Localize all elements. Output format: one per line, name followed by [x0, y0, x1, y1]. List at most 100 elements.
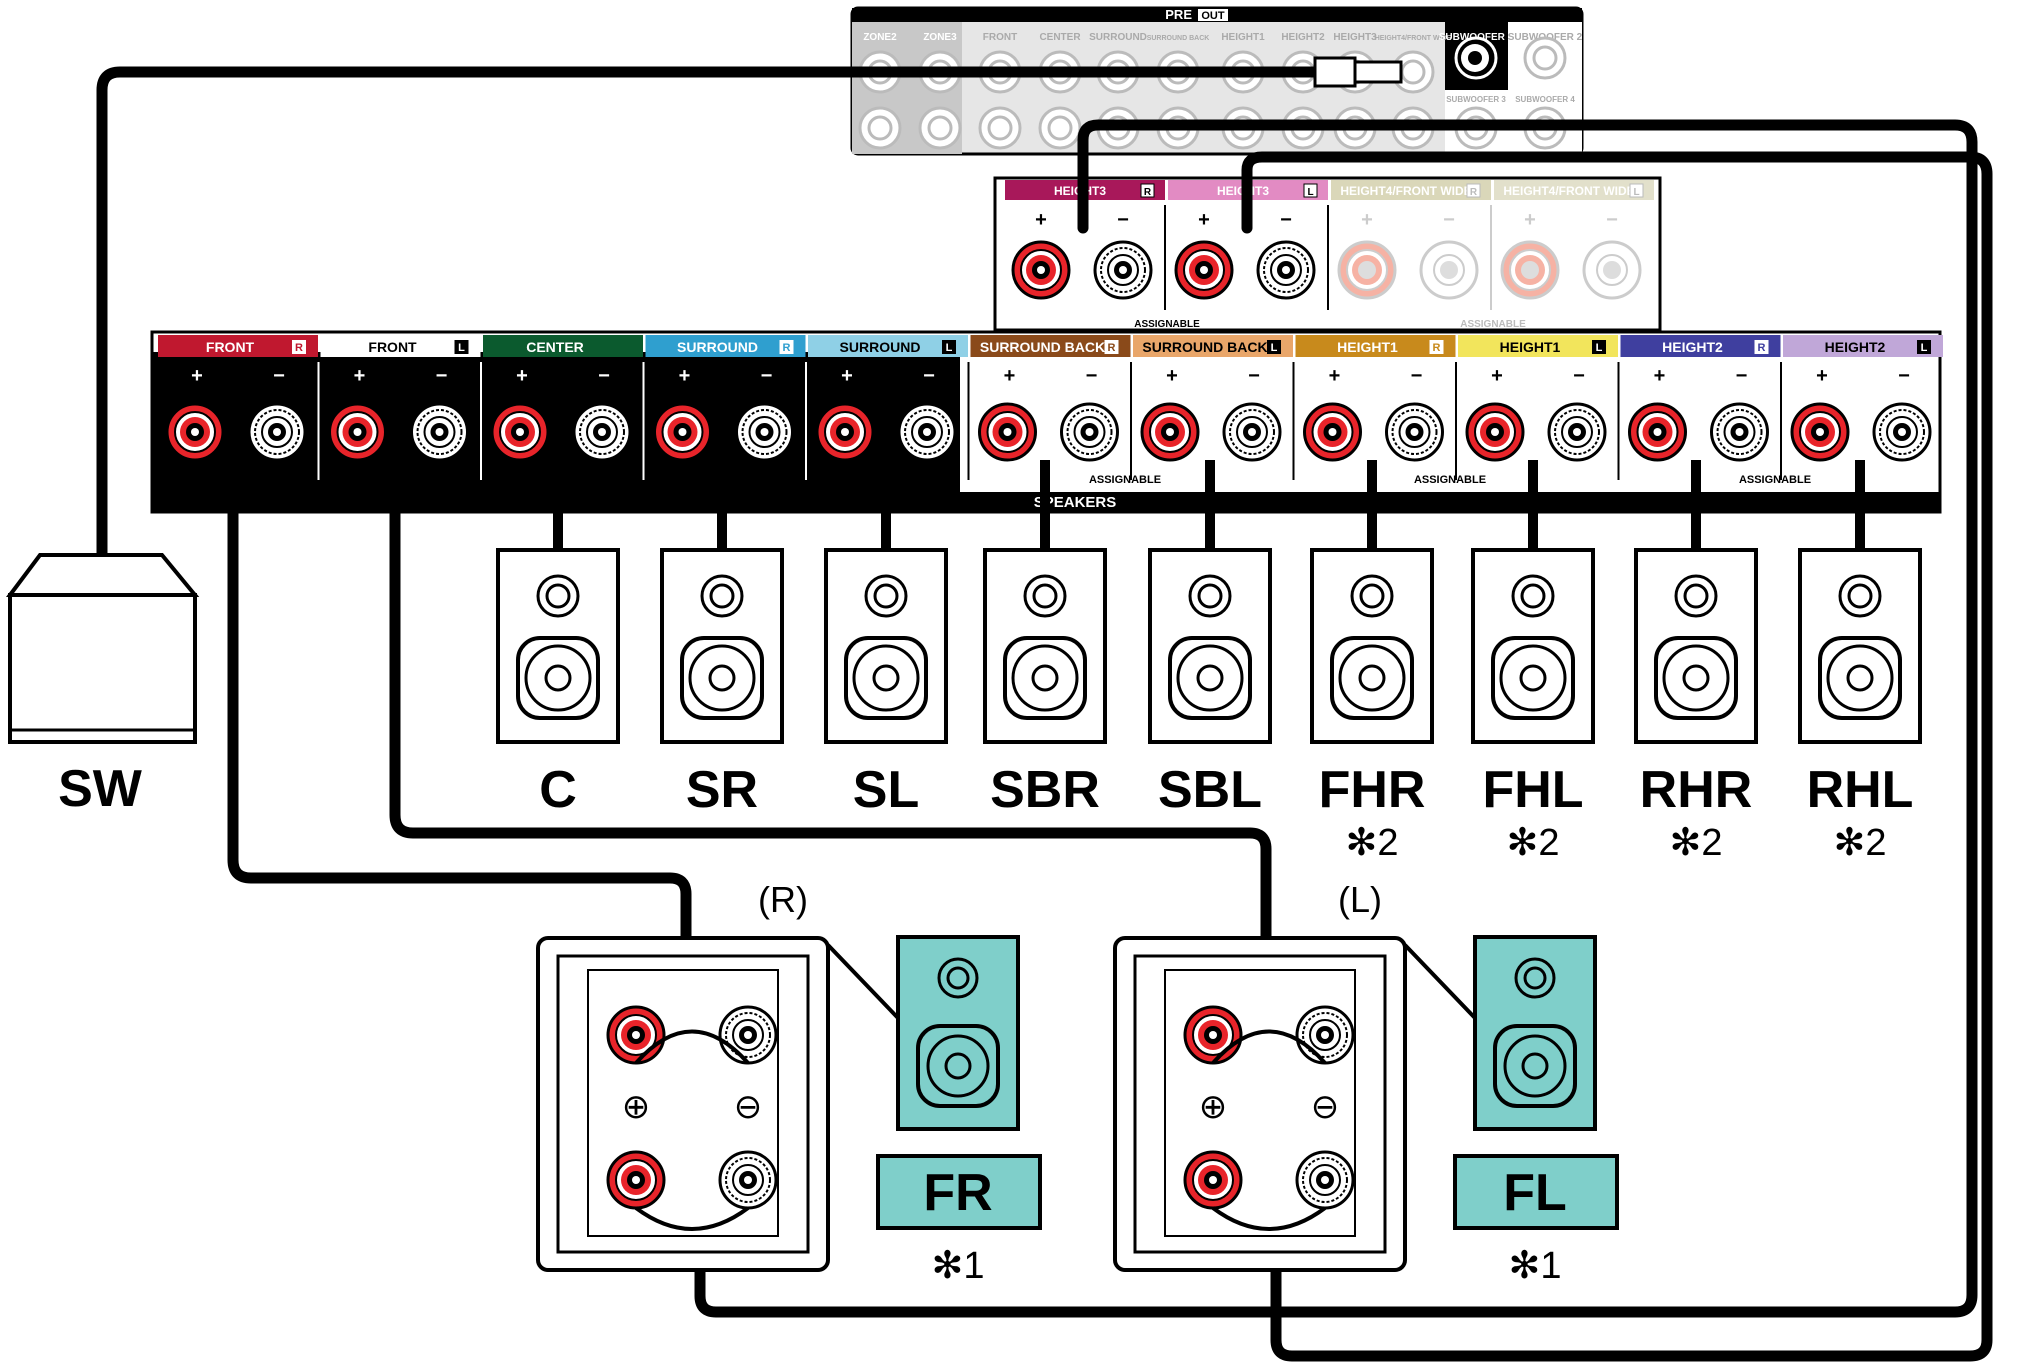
side-badge: L	[946, 342, 953, 354]
speaker-rhr: RHR✻2	[1634, 548, 1758, 864]
front-speaker-fr: (R)⊕⊖FR✻1	[536, 879, 1042, 1287]
speaker-rhl: RHL✻2	[1798, 548, 1922, 864]
positive-terminal	[978, 402, 1037, 462]
preout-label: HEIGHT3	[1333, 32, 1377, 43]
minus-symbol: ⊖	[734, 1088, 763, 1126]
negative-terminal	[735, 402, 794, 462]
negative-terminal	[1222, 402, 1282, 462]
positive-terminal	[606, 1150, 666, 1210]
side-badge: R	[295, 342, 303, 354]
out-label: OUT	[1201, 10, 1225, 22]
negative-terminal	[718, 1150, 778, 1210]
speaker-sl: SL	[824, 548, 948, 819]
plus-sign: +	[191, 365, 203, 387]
plus-sign: +	[1198, 209, 1210, 231]
speaker-cabinet	[1471, 548, 1595, 744]
positive-terminal	[1011, 240, 1071, 300]
side-badge: L	[458, 342, 465, 354]
side-badge: L	[1307, 187, 1313, 198]
minus-symbol: ⊖	[1311, 1088, 1340, 1126]
rca-jack	[858, 106, 902, 150]
channel-name: SURROUND	[840, 339, 921, 355]
preout-label: SURROUND	[1089, 32, 1147, 43]
preout-label: HEIGHT2	[1281, 32, 1325, 43]
side-badge: L	[1921, 342, 1928, 354]
positive-terminal	[328, 402, 387, 462]
channel-name: FRONT	[368, 339, 417, 355]
channel-name: FRONT	[206, 339, 255, 355]
preout-label: ZONE3	[923, 32, 957, 43]
positive-terminal	[1337, 240, 1397, 300]
side-badge: R	[783, 342, 791, 354]
speaker-label: FHL	[1482, 761, 1583, 819]
negative-terminal	[1385, 402, 1444, 462]
fr-positive-wire	[227, 459, 692, 1004]
minus-sign: −	[1573, 365, 1585, 387]
preout-sub-label: SUBWOOFER 4	[1515, 95, 1575, 104]
positive-terminal	[1790, 402, 1850, 462]
negative-terminal	[1060, 402, 1119, 462]
preout-label: ZONE2	[863, 32, 897, 43]
subwoofer-jack	[1523, 36, 1567, 80]
pre-label: PRE	[1165, 7, 1192, 22]
negative-terminal	[718, 1005, 778, 1065]
speaker-label: RHR	[1640, 761, 1753, 819]
subwoofer: SW	[6, 553, 200, 818]
channel-header: FRONT R	[158, 335, 318, 357]
preout-sub-label: SUBWOOFER 3	[1446, 95, 1506, 104]
minus-sign: −	[1086, 365, 1098, 387]
fr-negative-wire	[694, 119, 1978, 1318]
speaker-cabinet	[983, 548, 1107, 744]
speaker-fhl: FHL✻2	[1471, 548, 1595, 864]
speaker-label: SBR	[990, 761, 1100, 819]
rca-jack	[918, 106, 962, 150]
side-badge: R	[1144, 187, 1152, 198]
plus-symbol: ⊕	[1199, 1088, 1228, 1126]
positive-terminal	[490, 402, 550, 462]
plus-sign: +	[1166, 365, 1178, 387]
positive-terminal	[1183, 1150, 1243, 1210]
minus-sign: −	[1898, 365, 1910, 387]
minus-sign: −	[598, 365, 610, 387]
negative-terminal	[1256, 240, 1316, 300]
rca-jack	[978, 106, 1022, 150]
channel-name: HEIGHT1	[1500, 339, 1561, 355]
positive-terminal	[1303, 402, 1362, 462]
rca-jack	[1038, 106, 1082, 150]
plus-sign: +	[1524, 209, 1536, 231]
minus-sign: −	[1248, 365, 1260, 387]
minus-sign: −	[436, 365, 448, 387]
assignable-label-h2: ASSIGNABLE	[1739, 474, 1811, 486]
channel-name: HEIGHT2	[1825, 339, 1886, 355]
plus-symbol: ⊕	[622, 1088, 651, 1126]
minus-sign: −	[761, 365, 773, 387]
channel-name: SURROUND BACK	[1142, 339, 1267, 355]
upper-channel-name: HEIGHT4/FRONT WIDE	[1340, 184, 1471, 198]
speaker-sbl: SBL	[1148, 548, 1272, 819]
assignable-label-sb: ASSIGNABLE	[1089, 474, 1161, 486]
channel-header: CENTER	[483, 335, 643, 357]
speaker-label: FHR	[1319, 761, 1426, 819]
negative-terminal	[897, 402, 957, 462]
minus-sign: −	[1736, 365, 1748, 387]
preout-label: HEIGHT1	[1221, 32, 1265, 43]
channel-header: SURROUND R	[645, 335, 806, 357]
positive-terminal	[165, 402, 225, 462]
negative-terminal	[410, 402, 469, 462]
speaker-label: SBL	[1158, 761, 1262, 819]
plus-sign: +	[1004, 365, 1016, 387]
front-speaker-label: FR	[923, 1164, 992, 1222]
rca-plug	[1313, 44, 1489, 88]
negative-terminal	[1582, 240, 1642, 300]
assignable-label-h1: ASSIGNABLE	[1414, 474, 1486, 486]
channel-name: SURROUND	[677, 339, 758, 355]
rca-jack	[1391, 50, 1435, 94]
speaker-note: ✻2	[1507, 822, 1560, 864]
speaker-c: C	[496, 548, 620, 819]
